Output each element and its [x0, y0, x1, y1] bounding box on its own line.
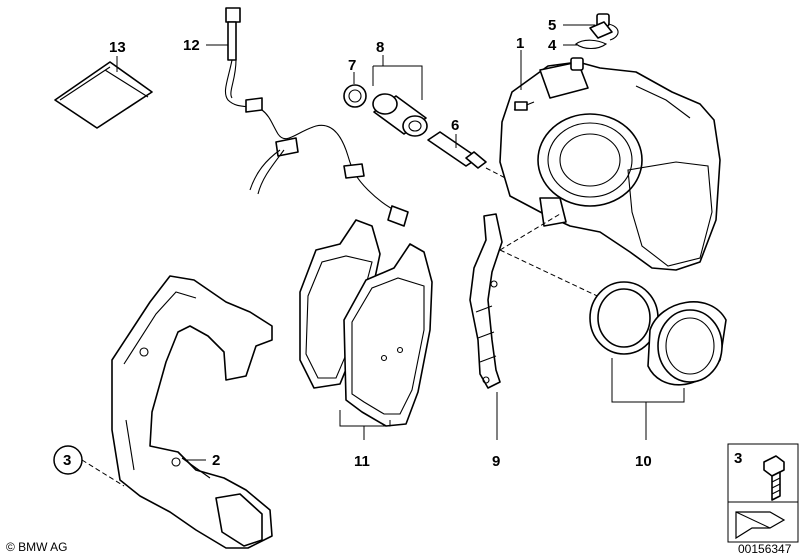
- anti-rattle-spring: [469, 213, 503, 389]
- label-2: 2: [212, 452, 220, 469]
- caliper-housing: [499, 57, 721, 271]
- label-7: 7: [348, 57, 356, 74]
- label-6: 6: [451, 117, 459, 134]
- label-12: 12: [183, 37, 200, 54]
- guide-sleeve: [343, 84, 428, 137]
- document-number: 00156347: [738, 542, 792, 556]
- label-10: 10: [635, 453, 652, 470]
- label-11: 11: [354, 453, 370, 470]
- dash-3: [81, 459, 125, 487]
- brake-pad-front: [343, 243, 433, 427]
- copyright-text: © BMW AG: [6, 540, 68, 554]
- seal-ring-piston: [589, 281, 727, 386]
- guide-bolt: [427, 131, 487, 169]
- label-5: 5: [548, 17, 556, 34]
- label-1: 1: [516, 35, 524, 52]
- bracket-11: [339, 410, 391, 427]
- arrow-icon: [735, 511, 786, 540]
- bolt-icon: [763, 455, 785, 501]
- bracket-10: [611, 358, 685, 403]
- dash-1a: [499, 213, 561, 251]
- label-9: 9: [492, 453, 500, 470]
- grease-sachet: [54, 61, 153, 129]
- caliper-carrier: [111, 275, 273, 549]
- label-13: 13: [109, 39, 126, 56]
- bracket-8: [372, 65, 423, 100]
- label-4: 4: [548, 37, 557, 54]
- bleeder-screw: [575, 13, 619, 50]
- label-3-box: 3: [734, 450, 742, 467]
- wear-sensor: [224, 7, 409, 227]
- label-8: 8: [376, 39, 384, 56]
- label-3-circled: 3: [63, 452, 71, 469]
